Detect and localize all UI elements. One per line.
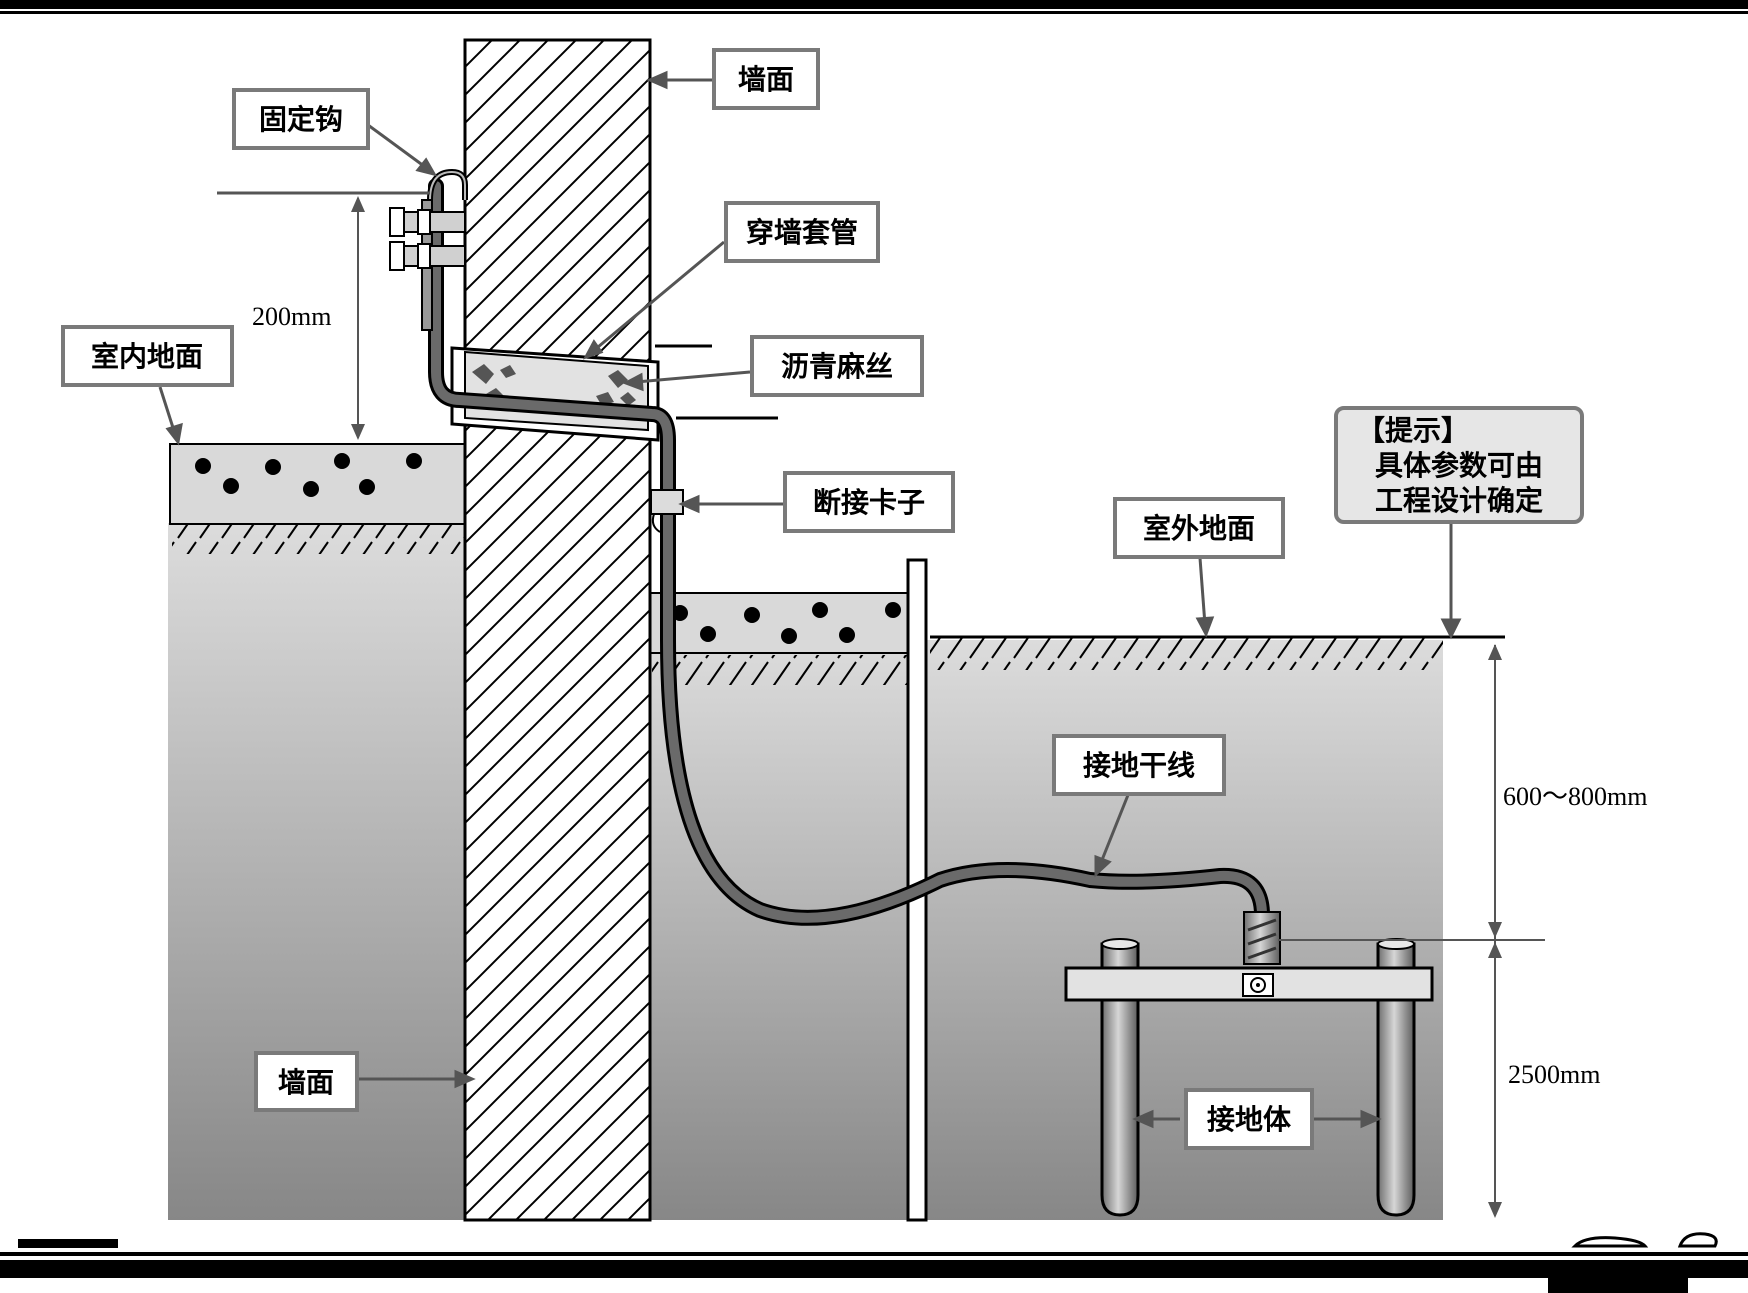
- bottom-border-thin: [0, 1252, 1748, 1256]
- label-wall-bottom: 墙面: [254, 1051, 359, 1112]
- tip-box: 【提示】 具体参数可由 工程设计确定: [1334, 406, 1584, 524]
- tip-line-2: 工程设计确定: [1375, 484, 1543, 517]
- bottom-border: [0, 1260, 1748, 1278]
- label-indoor-floor-text: 室内地面: [91, 340, 203, 373]
- outdoor-soil: [650, 640, 1443, 1220]
- label-disconnect-clamp-text: 断接卡子: [813, 486, 925, 519]
- grounding-conductor: [431, 181, 1267, 923]
- label-wall-bottom-text: 墙面: [278, 1066, 334, 1099]
- label-disconnect-clamp: 断接卡子: [783, 471, 955, 533]
- tip-line-1: 具体参数可由: [1375, 449, 1543, 482]
- label-wall-top-text: 墙面: [738, 63, 794, 96]
- conductor-terminal: [1242, 911, 1281, 997]
- indoor-floor-slab: [169, 443, 466, 525]
- dimension-electrode-length-text: 2500mm: [1508, 1060, 1600, 1089]
- dimension-vertical-right: [1278, 644, 1545, 1218]
- outdoor-ground-hatch: [930, 637, 1443, 670]
- label-wall-sleeve-text: 穿墙套管: [746, 216, 858, 249]
- wall-hatch: [463, 38, 652, 1222]
- indoor-slab-aggregate: [195, 453, 422, 497]
- outdoor-apron-slab: [649, 592, 909, 654]
- indoor-floor-hatch: [172, 524, 465, 554]
- label-grounding-down-conductor-text: 接地干线: [1083, 749, 1195, 782]
- label-asphalt-hemp: 沥青麻丝: [750, 335, 924, 397]
- indoor-soil: [168, 523, 465, 1220]
- dimension-burial-depth-text: 600～800mm: [1503, 782, 1647, 811]
- label-wall-sleeve: 穿墙套管: [724, 201, 880, 263]
- leader-lines: [158, 70, 1462, 1129]
- top-border: [0, 0, 1748, 9]
- top-border-thin: [0, 11, 1748, 14]
- bottom-right-mark: [1548, 1278, 1688, 1293]
- dimension-hook-height: [217, 191, 430, 440]
- label-fixing-hook: 固定钩: [232, 88, 370, 150]
- label-wall-top: 墙面: [712, 48, 820, 110]
- dimension-hook-height-text: 200mm: [252, 302, 331, 331]
- label-outdoor-ground-text: 室外地面: [1143, 512, 1255, 545]
- label-fixing-hook-text: 固定钩: [259, 103, 343, 136]
- ground-electrode-right: [1376, 938, 1416, 1217]
- page-logo: [1571, 1232, 1718, 1248]
- label-ground-electrode-text: 接地体: [1207, 1103, 1292, 1136]
- bottom-left-mark: [18, 1239, 118, 1248]
- label-grounding-down-conductor: 接地干线: [1052, 734, 1226, 796]
- ground-electrode-left: [1100, 938, 1140, 1217]
- tip-title: 【提示】: [1357, 414, 1469, 447]
- label-asphalt-hemp-text: 沥青麻丝: [781, 350, 893, 383]
- fixing-hook-hardware: [389, 168, 468, 331]
- outdoor-apron-hatch: [652, 655, 908, 685]
- label-ground-electrode: 接地体: [1184, 1088, 1314, 1150]
- label-indoor-floor: 室内地面: [61, 325, 234, 387]
- label-outdoor-ground: 室外地面: [1113, 497, 1285, 559]
